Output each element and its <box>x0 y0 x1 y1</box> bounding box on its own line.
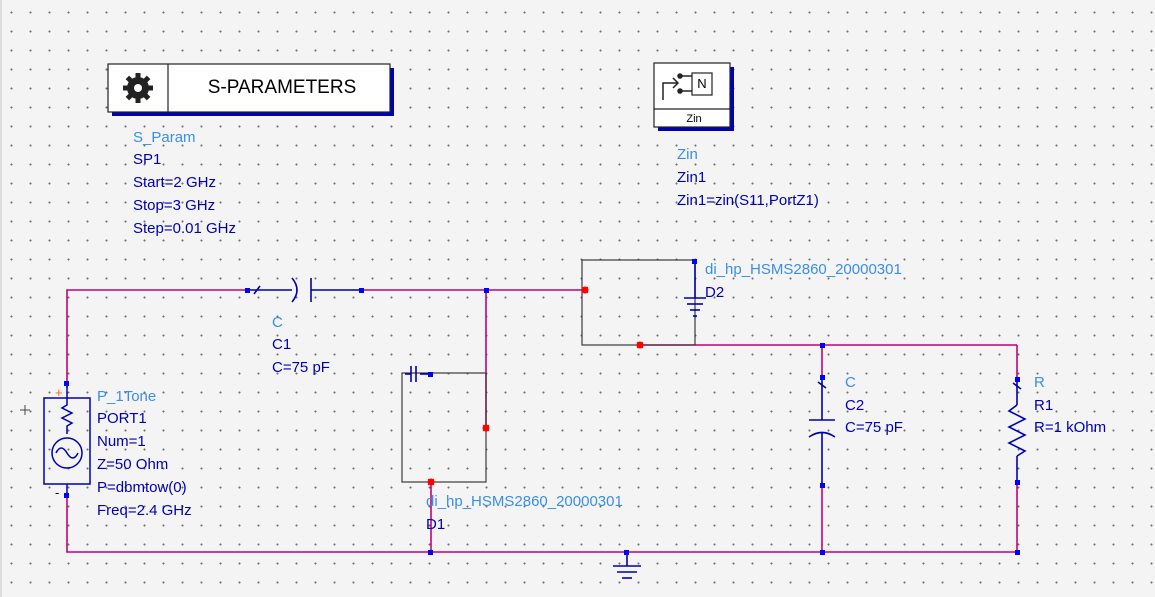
c2-symbol <box>808 378 836 485</box>
wires <box>66 289 1018 553</box>
sparam-box <box>107 63 394 116</box>
port-num-label: Num=1 <box>97 433 146 450</box>
sparam-box-title[interactable]: S-PARAMETERS <box>207 77 357 98</box>
r1-value-label: R=1 kOhm <box>1034 419 1107 436</box>
port-minus-sign: - <box>55 485 60 500</box>
pin-markers <box>64 259 1020 555</box>
d1-name-label: D1 <box>426 516 446 533</box>
zin-box-glyph: N <box>697 76 707 91</box>
port-type-label: P_1Tone <box>97 388 157 405</box>
zin-name-label: Zin1 <box>677 169 707 186</box>
d2-name-label: D2 <box>705 284 725 301</box>
cursor-crosshair <box>20 405 30 415</box>
port-power-label: P=dbmtow(0) <box>97 479 187 496</box>
c1-type-label: C <box>272 314 283 331</box>
c2-type-label: C <box>845 374 856 391</box>
r1-type-label: R <box>1034 374 1045 391</box>
port-z-label: Z=50 Ohm <box>97 456 169 473</box>
r1-name-label: R1 <box>1034 397 1054 414</box>
d1-type-label: di_hp_HSMS2860_20000301 <box>426 493 623 510</box>
d2-ground-glyph <box>684 262 706 317</box>
sparam-start-label: Start=2 GHz <box>133 174 216 191</box>
zin-box <box>653 62 734 131</box>
gear-icon <box>123 73 153 103</box>
c1-value-label: C=75 pF <box>272 359 330 376</box>
d1-symbol <box>401 372 487 483</box>
sparam-name-label: SP1 <box>133 151 162 168</box>
port-name-label: PORT1 <box>97 410 147 427</box>
d2-symbol <box>581 259 696 346</box>
zin-type-label: Zin <box>677 146 698 163</box>
d2-type-label: di_hp_HSMS2860_20000301 <box>705 261 902 278</box>
r1-symbol <box>1007 380 1027 482</box>
wire-left-top <box>66 289 247 388</box>
c1-symbol <box>247 277 362 303</box>
zin-expr-label: Zin1=zin(S11,PortZ1) <box>677 192 819 209</box>
sparam-stop-label: Stop=3 GHz <box>133 197 216 214</box>
zin-box-title[interactable]: Zin <box>686 113 702 125</box>
sparam-step-label: Step=0.01 GHz <box>133 220 236 237</box>
node-markers <box>427 286 644 486</box>
c2-value-label: C=75 pF <box>845 419 903 436</box>
wire-ground-bus <box>66 496 1017 553</box>
port-source-symbol <box>43 384 91 496</box>
port-plus-sign: + <box>55 385 63 400</box>
port-arrow-icon <box>662 73 692 100</box>
ground-symbol <box>613 552 641 579</box>
sparam-type-label: S_Param <box>133 129 196 146</box>
c2-name-label: C2 <box>845 397 865 414</box>
c1-name-label: C1 <box>272 336 292 353</box>
port-freq-label: Freq=2.4 GHz <box>97 502 192 519</box>
